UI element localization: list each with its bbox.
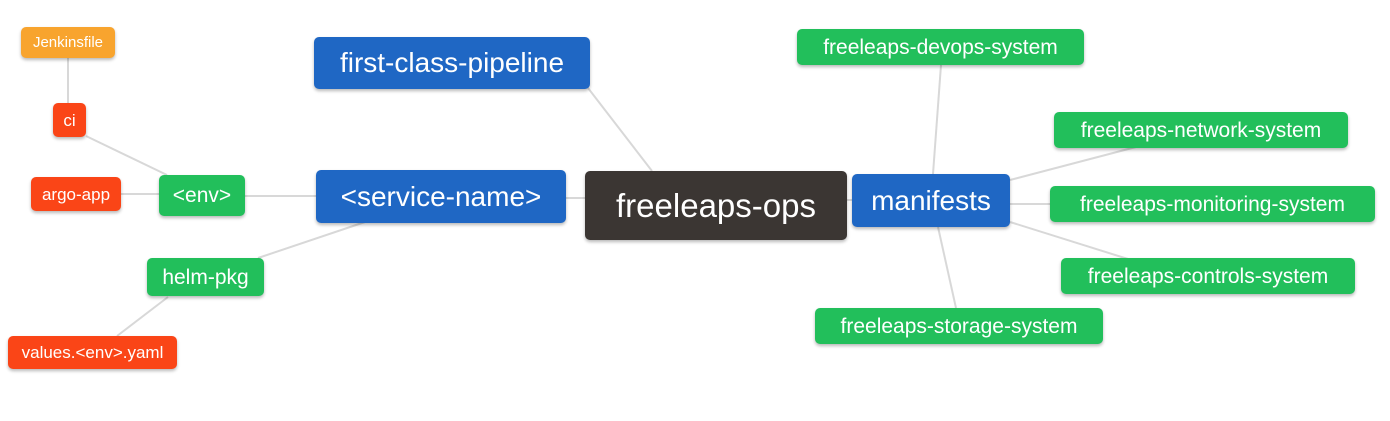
edge-manifests-to-freeleaps-network-system: [1009, 146, 1137, 181]
node-argo-app[interactable]: argo-app: [31, 177, 121, 211]
node-values-env-yaml[interactable]: values.<env>.yaml: [8, 336, 177, 369]
node-env[interactable]: <env>: [159, 175, 245, 216]
node-freeleaps-ops[interactable]: freeleaps-ops: [585, 171, 847, 240]
node-manifests[interactable]: manifests: [852, 174, 1010, 227]
edge-ci-to-env: [85, 135, 168, 176]
edge-helm-pkg-to-values-env-yaml: [116, 296, 169, 337]
edge-helm-pkg-to-service-name: [257, 221, 366, 259]
node-helm-pkg[interactable]: helm-pkg: [147, 258, 264, 296]
node-freeleaps-devops-system[interactable]: freeleaps-devops-system: [797, 29, 1084, 65]
edge-first-class-pipeline-to-freeleaps-ops: [587, 87, 653, 172]
edge-manifests-to-freeleaps-storage-system: [937, 226, 957, 309]
node-freeleaps-controls-system[interactable]: freeleaps-controls-system: [1061, 258, 1355, 294]
node-ci[interactable]: ci: [53, 103, 86, 137]
node-jenkinsfile[interactable]: Jenkinsfile: [21, 27, 115, 58]
node-service-name[interactable]: <service-name>: [316, 170, 566, 223]
node-first-class-pipeline[interactable]: first-class-pipeline: [314, 37, 590, 89]
edge-manifests-to-freeleaps-controls-system: [1009, 221, 1129, 260]
node-freeleaps-network-system[interactable]: freeleaps-network-system: [1054, 112, 1348, 148]
edge-manifests-to-freeleaps-devops-system: [932, 64, 942, 175]
node-freeleaps-monitoring-system[interactable]: freeleaps-monitoring-system: [1050, 186, 1375, 222]
node-freeleaps-storage-system[interactable]: freeleaps-storage-system: [815, 308, 1103, 344]
